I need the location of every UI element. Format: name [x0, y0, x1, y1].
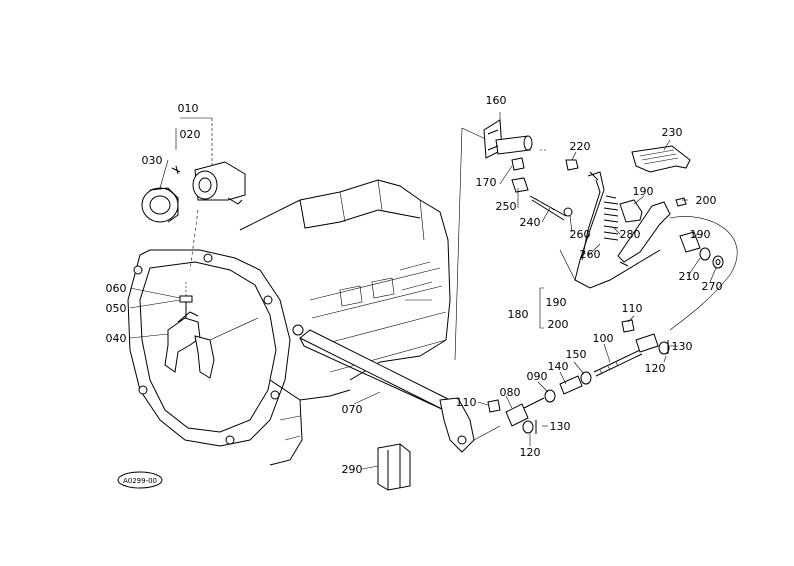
part-label-210: 210 — [679, 270, 700, 283]
part-label-190: 190 — [633, 185, 654, 198]
part-290-block — [377, 443, 411, 491]
part-label-110: 110 — [622, 302, 643, 315]
part-label-240: 240 — [520, 216, 541, 229]
part-label-070: 070 — [342, 403, 363, 416]
part-label-080: 080 — [500, 386, 521, 399]
pedal-bracket — [483, 119, 573, 221]
part-label-260: 260 — [580, 248, 601, 261]
stamp-oval — [117, 471, 163, 489]
part-label-190: 190 — [690, 228, 711, 241]
part-label-160: 160 — [486, 94, 507, 107]
part-label-090: 090 — [527, 370, 548, 383]
shaft-070 — [299, 329, 501, 453]
release-fork — [164, 282, 259, 379]
part-label-060: 060 — [106, 282, 127, 295]
separator-line — [454, 127, 463, 361]
part-label-110: 110 — [456, 396, 477, 409]
part-label-180: 180 — [508, 308, 529, 321]
part-label-150: 150 — [566, 348, 587, 361]
part-label-040: 040 — [106, 332, 127, 345]
part-label-100: 100 — [593, 332, 614, 345]
part-label-130: 130 — [672, 340, 693, 353]
part-label-260: 260 — [570, 228, 591, 241]
part-label-230: 230 — [662, 126, 683, 139]
part-label-140: 140 — [548, 360, 569, 373]
stamp-code: A0299-00 — [123, 477, 157, 485]
part-label-120: 120 — [645, 362, 666, 375]
release-bearing-assembly — [141, 117, 246, 271]
part-label-270: 270 — [702, 280, 723, 293]
part-label-170: 170 — [476, 176, 497, 189]
part-label-030: 030 — [142, 154, 163, 167]
part-label-130: 130 — [550, 420, 571, 433]
rod-linkage — [487, 319, 670, 434]
part-label-120: 120 — [520, 446, 541, 459]
part-label-250: 250 — [496, 200, 517, 213]
part-label-050: 050 — [106, 302, 127, 315]
part-label-280: 280 — [620, 228, 641, 241]
part-label-220: 220 — [570, 140, 591, 153]
part-label-190: 190 — [546, 296, 567, 309]
part-label-200: 200 — [548, 318, 569, 331]
part-label-010: 010 — [178, 102, 199, 115]
part-label-200: 200 — [696, 194, 717, 207]
leader-lines — [129, 112, 717, 470]
bracket-180 — [539, 287, 544, 329]
part-label-290: 290 — [342, 463, 363, 476]
part-label-020: 020 — [180, 128, 201, 141]
clutch-pedal-arm — [559, 145, 738, 331]
transmission-housing — [127, 179, 451, 466]
